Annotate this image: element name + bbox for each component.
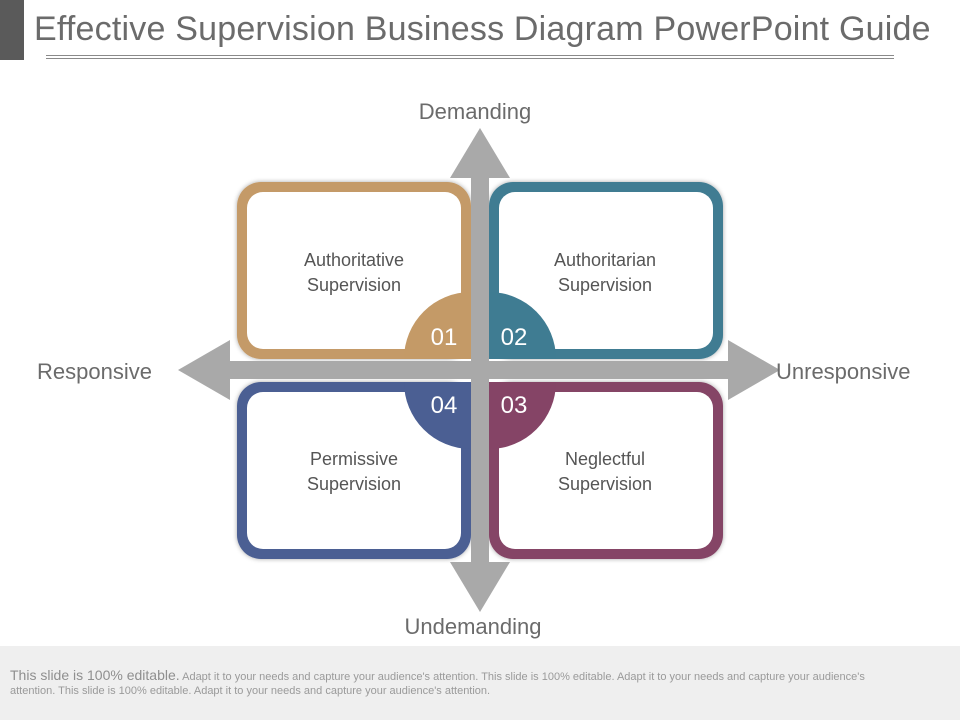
quadrant-01-panel	[247, 192, 461, 349]
quadrant-01-number: 01	[430, 324, 458, 351]
footer-note: This slide is 100% editable. Adapt it to…	[0, 646, 960, 720]
quadrant-02-number: 02	[500, 324, 528, 351]
quadrant-02-panel	[499, 192, 713, 349]
axis-label-unresponsive: Unresponsive	[776, 359, 911, 384]
quadrant-01-label-line1: Authoritative	[303, 250, 405, 270]
quadrant-03	[489, 382, 723, 559]
quadrant-04	[237, 382, 471, 559]
quadrant-03-label-line2: Supervision	[557, 474, 653, 494]
quadrant-02-label: Authoritarian Supervision	[505, 248, 705, 298]
footer-body: Adapt it to your needs and capture your …	[10, 671, 865, 697]
arrow-up-head	[450, 128, 510, 178]
quadrant-01-label-line2: Supervision	[306, 275, 402, 295]
quadrant-01-label: Authoritative Supervision	[254, 248, 454, 298]
title-accent-bar	[0, 0, 24, 60]
quadrant-04-number-wedge	[404, 382, 471, 449]
quadrant-03-panel	[499, 392, 713, 549]
quadrant-03-label: Neglectful Supervision	[505, 447, 705, 497]
slide-title: Effective Supervision Business Diagram P…	[34, 10, 931, 48]
horizontal-axis-shaft	[222, 361, 734, 379]
quadrant-03-number: 03	[500, 392, 528, 419]
quadrant-04-number: 04	[430, 392, 458, 419]
quadrant-04-label: Permissive Supervision	[254, 447, 454, 497]
quadrant-04-label-line2: Supervision	[306, 474, 402, 494]
quadrant-04-panel	[247, 392, 461, 549]
quadrant-02-label-line2: Supervision	[557, 275, 653, 295]
quadrant-01-number-wedge	[404, 292, 471, 359]
footer-text: This slide is 100% editable. Adapt it to…	[10, 668, 910, 698]
axis-arrows	[178, 128, 780, 612]
arrow-down-head	[450, 562, 510, 612]
title-underline	[46, 55, 894, 59]
quadrant-01	[237, 182, 471, 359]
arrow-left-head	[178, 340, 230, 400]
axis-label-demanding: Demanding	[418, 99, 532, 124]
quadrant-04-label-line1: Permissive	[309, 449, 398, 469]
arrow-right-head	[728, 340, 780, 400]
axis-label-undemanding: Undemanding	[404, 614, 542, 639]
quadrant-03-label-line1: Neglectful	[564, 449, 646, 469]
footer-lead: This slide is 100% editable.	[10, 667, 180, 683]
quadrant-02	[489, 182, 723, 359]
quadrant-02-number-wedge	[489, 292, 556, 359]
quadrant-03-number-wedge	[489, 382, 556, 449]
quadrant-02-label-line1: Authoritarian	[553, 250, 657, 270]
axis-label-responsive: Responsive	[37, 359, 152, 384]
